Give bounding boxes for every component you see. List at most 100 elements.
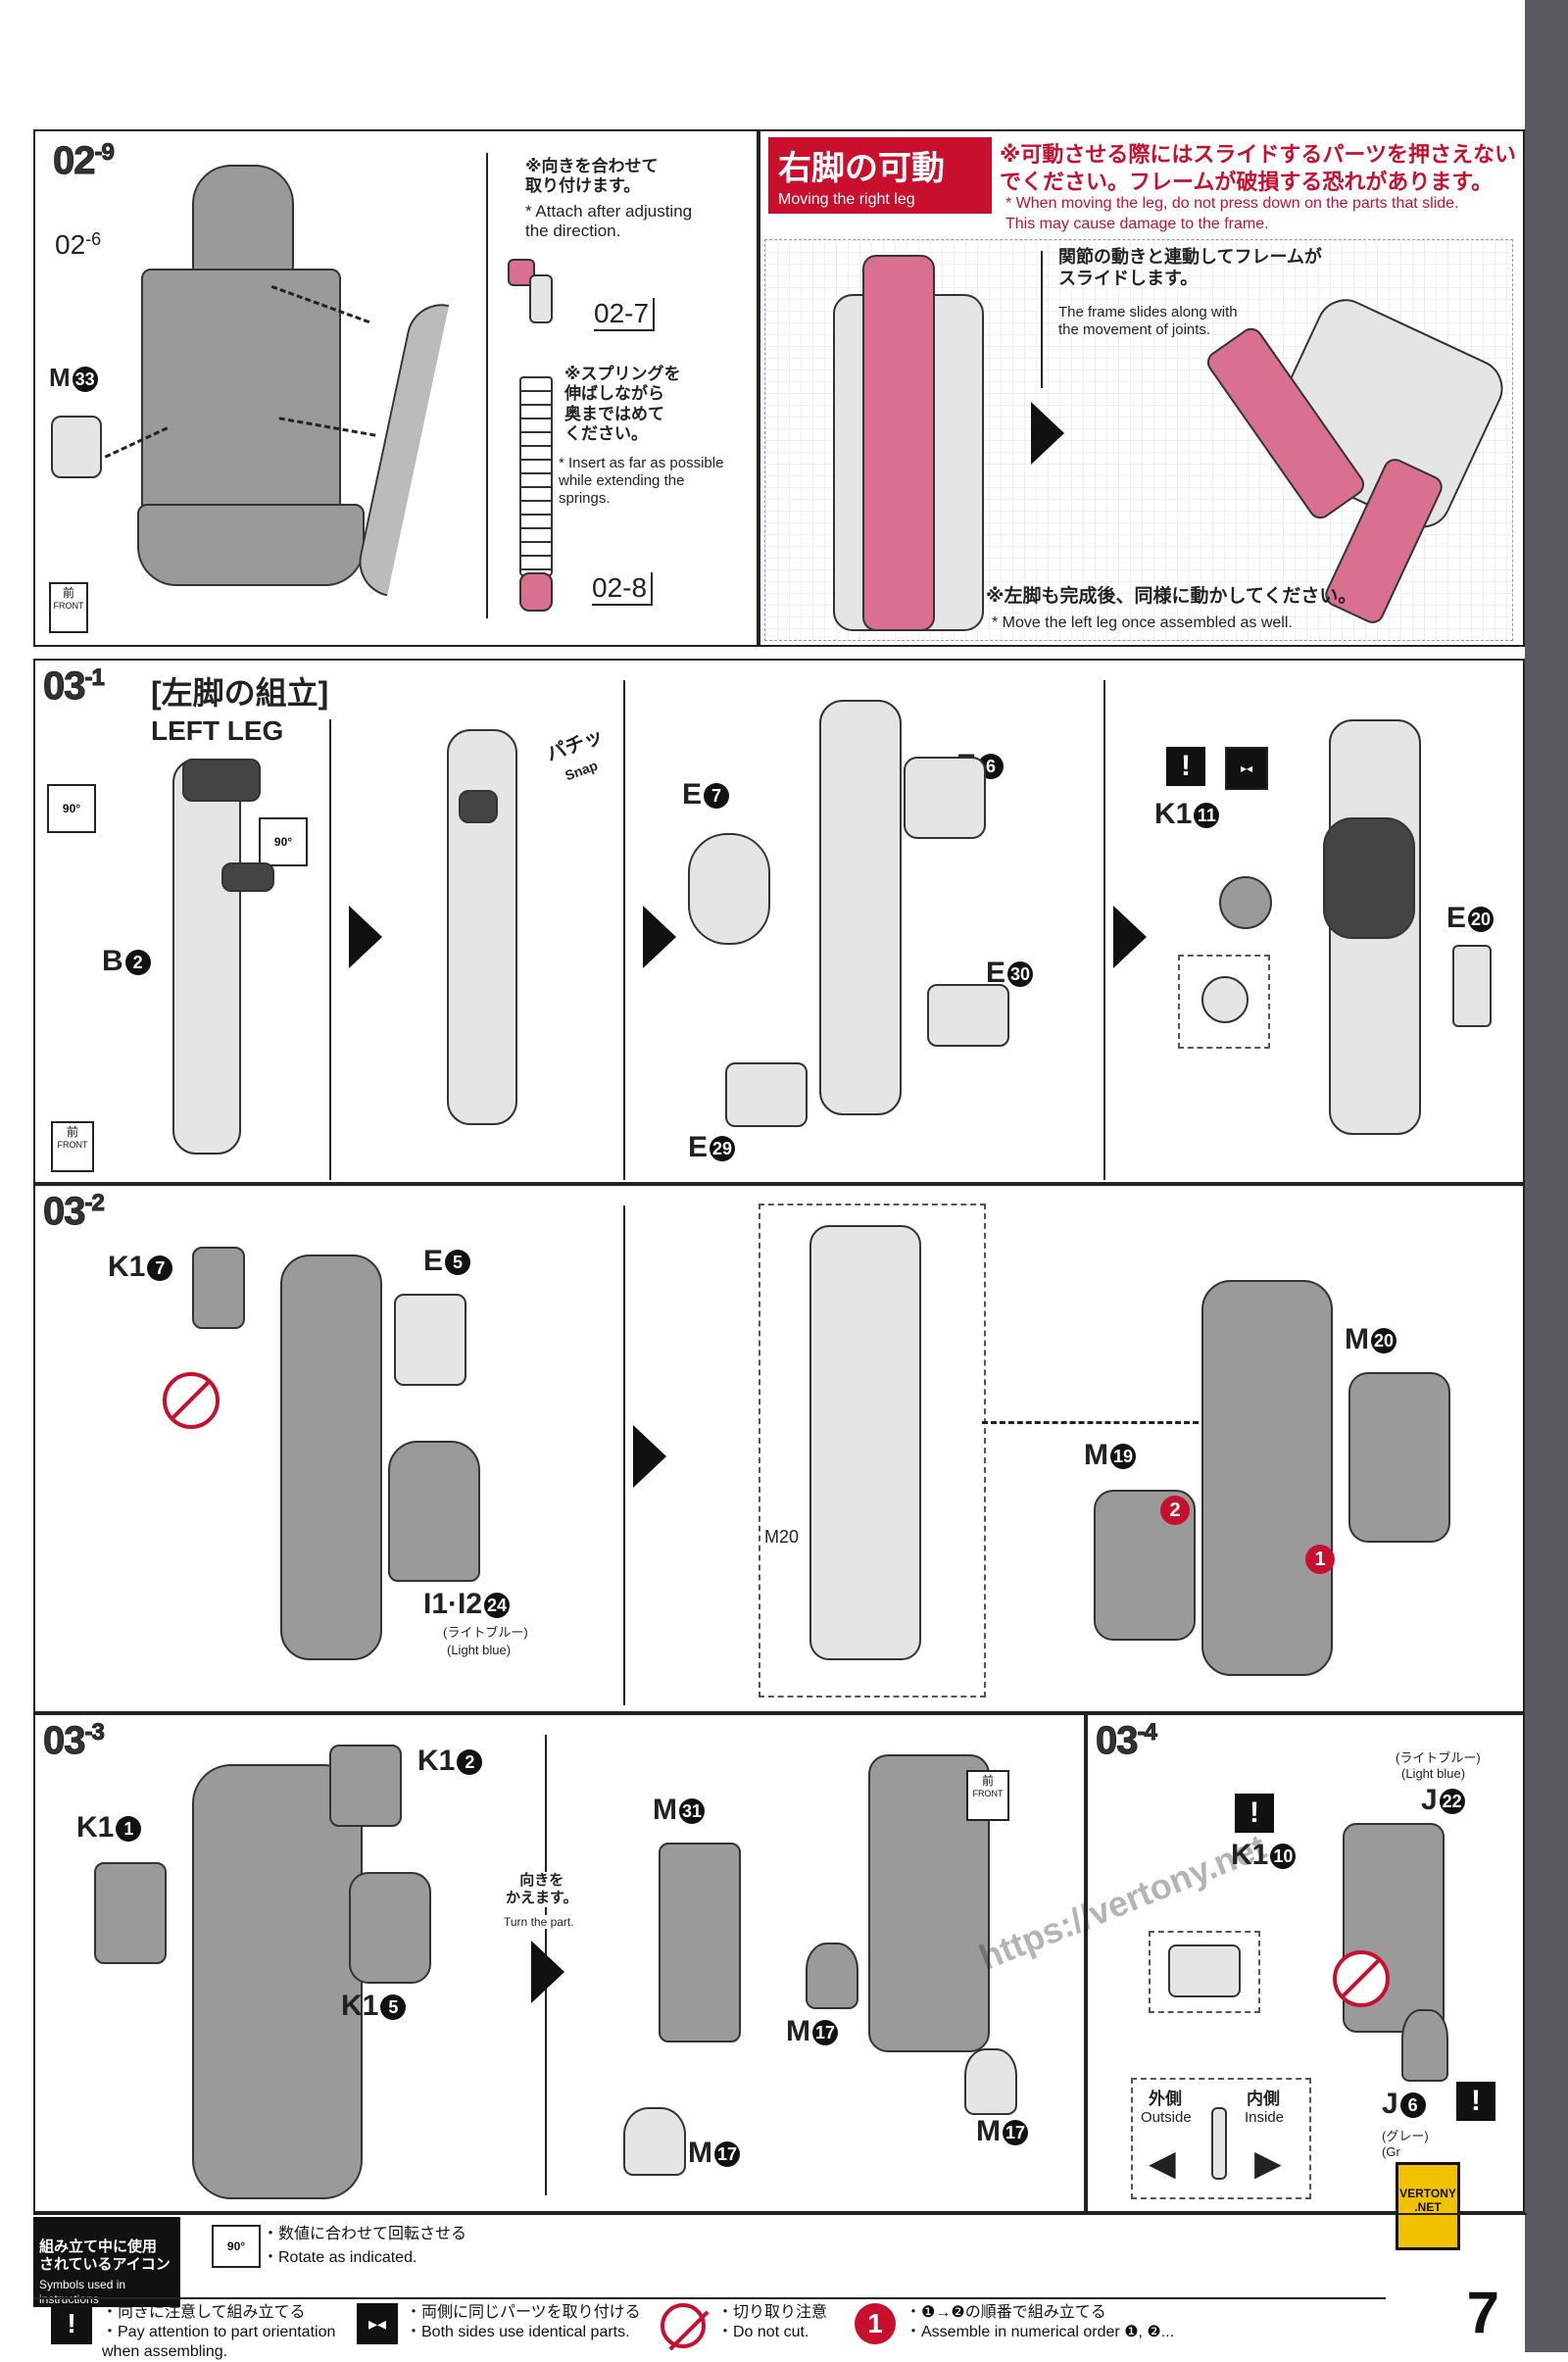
left-leg-note-jp: ※左脚も完成後、同様に動かしてください。: [986, 586, 1357, 607]
m20-small-label: M20: [764, 1527, 800, 1547]
ref-02-8: 02-8: [592, 572, 654, 606]
k1-10-part: [1168, 1944, 1241, 1997]
i1-i2-shin-armor: [388, 1441, 480, 1582]
e30-part: [927, 984, 1009, 1047]
right-leg-title: 右脚の可動 Moving the right leg: [768, 137, 992, 214]
m17-thruster-b: [806, 1943, 858, 2009]
step-number-02-9: 02-9: [53, 139, 116, 183]
leg-frame: [172, 759, 241, 1155]
outside-en: Outside: [1141, 2109, 1192, 2126]
step-arrow: [531, 1941, 564, 2003]
m17-thruster-a: [623, 2107, 686, 2176]
spring-end-red: [519, 572, 553, 612]
no-cut-icon: [1333, 1950, 1390, 2007]
transition-arrow: [1031, 402, 1064, 465]
joint-snapped: [459, 790, 498, 823]
spring-part: [519, 376, 553, 576]
detail-inset-inner-frame: [759, 1204, 986, 1698]
step-number-03-2: 03-2: [43, 1190, 106, 1234]
detail-inset-k1-10: [1149, 1931, 1260, 2013]
rotate-icon: 90°: [47, 784, 96, 833]
leg-frame-with-parts: [819, 700, 902, 1115]
k1-7-part: [192, 1247, 245, 1329]
legend-orientation-jp: ・向きに注意して組み立てる: [102, 2304, 306, 2321]
warning-jp: ※可動させる際にはスライドするパーツを押さえない でください。フレームが破損する…: [1000, 142, 1516, 194]
order-icon-2: 2: [1160, 1496, 1190, 1525]
turn-part-jp: 向きを かえます。: [506, 1872, 578, 1907]
j6-color-en: (Gr: [1382, 2144, 1400, 2159]
frame-slide-note-en: The frame slides along with the movement…: [1058, 304, 1238, 338]
legend-order-en: ・Assemble in numerical order ❶, ❷...: [906, 2324, 1175, 2340]
note-attach-jp: ※向きを合わせて 取り付けます。: [525, 157, 659, 196]
legend-top-border: [33, 2213, 1527, 2215]
step-number-03-1: 03-1: [43, 664, 106, 709]
divider: [623, 1206, 625, 1705]
legend-header-en: Symbols used in instructions: [33, 2278, 180, 2307]
knee-dark-cover: [1323, 817, 1415, 939]
left-arrow-icon: ◀: [1149, 2142, 1176, 2183]
step-arrow: [643, 906, 676, 968]
e29-part: [725, 1062, 808, 1127]
upper-knee-part: [192, 165, 294, 276]
legend-orientation-en: ・Pay attention to part orientation when …: [102, 2324, 336, 2360]
legend-order-icon: 1: [855, 2303, 896, 2344]
spring-frame-part: [352, 297, 450, 597]
detail-inset: [1178, 955, 1270, 1049]
orientation-peg: [1211, 2107, 1227, 2180]
legend-section: 組み立て中に使用 されているアイコン Symbols used in instr…: [33, 2213, 1527, 2360]
step-arrow: [1113, 906, 1147, 968]
note-attach-en: * Attach after adjusting the direction.: [525, 202, 693, 241]
ankle-connector-part: [51, 416, 102, 478]
lower-leg-body: [141, 269, 341, 517]
outside-inside-box: [1131, 2078, 1311, 2199]
divider: [329, 719, 331, 1180]
knee-joint-part: [182, 759, 261, 802]
ref-02-7: 02-7: [594, 298, 656, 331]
inside-jp: 内側: [1247, 2090, 1280, 2108]
ref-02-6: 02-6: [55, 229, 102, 260]
left-leg-title-jp: [左脚の組立]: [151, 675, 329, 711]
warning-en: * When moving the leg, do not press down…: [1005, 195, 1459, 232]
m17-thruster-c: [964, 2048, 1017, 2115]
legend-row-divider: [33, 2297, 1386, 2299]
leg-assembly-03-3: [192, 1764, 363, 2199]
joint-part-red: [508, 259, 535, 286]
inset-connector: [982, 1421, 1207, 1424]
order-icon-1: 1: [1305, 1545, 1335, 1574]
e6-part: [904, 757, 986, 839]
leg-frame-snapped: [447, 729, 517, 1125]
divider: [623, 680, 625, 1180]
right-arrow-icon: ▶: [1254, 2142, 1282, 2183]
snap-label-jp: パチッ: [543, 725, 607, 766]
j22-color-en: (Light blue): [1401, 1766, 1466, 1781]
legend-no-cut-icon: [661, 2303, 706, 2348]
joint-part: [529, 274, 553, 323]
j22-color-jp: (ライトブルー): [1396, 1750, 1481, 1765]
callout-divider: [486, 153, 488, 618]
m31-part: [659, 1843, 741, 2042]
step-arrow: [349, 906, 382, 968]
k1-5-part: [349, 1872, 431, 1984]
i-color-jp: (ライトブルー): [443, 1625, 528, 1640]
movement-divider: [1041, 251, 1043, 388]
legend-orientation-icon: !: [51, 2303, 92, 2344]
orientation-icon: !: [1456, 2082, 1495, 2121]
turn-part-en: Turn the part.: [504, 1915, 574, 1930]
